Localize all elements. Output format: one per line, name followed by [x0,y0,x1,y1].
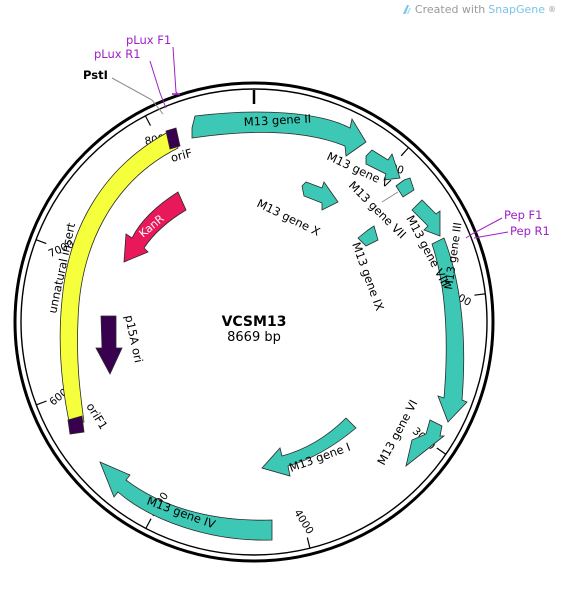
plasmid-name: VCSM13 [222,314,287,330]
credit-prefix: Created with [414,3,486,16]
label-m13-gene-x: M13 gene X [255,196,323,239]
label-m13-gene-ix: M13 gene IX [349,240,387,312]
annotation-pointers [111,46,509,239]
feature-arrow-m13-gene-iii[interactable] [431,237,468,423]
pointer-pep-f1 [465,217,503,239]
label-plux-r1: pLux R1 [94,47,141,61]
label-pep-f1: Pep F1 [504,208,543,222]
label-orif1: oriF1 [83,400,110,432]
pointer-psti [111,77,164,115]
tick-mark [145,518,152,529]
pointer-m13-gene-vii [381,191,399,203]
backbone-inner-ring [20,88,488,556]
pointer-pep-r1 [473,231,509,239]
feature-arrow-m13-gene-vii[interactable] [395,177,415,198]
feature-arrow-m13-gene-vi[interactable] [405,419,446,468]
credit: Created with SnapGene® [401,3,556,16]
label-plux-f1: pLux F1 [126,33,171,47]
plasmid-length: 8669 bp [227,330,281,345]
label-orif: oriF [169,146,193,165]
label-m13-gene-ii: M13 gene II [243,111,311,129]
feature-arrow-m13-gene-iv[interactable] [99,461,273,541]
tick-mark [144,115,152,126]
feature-box-orif1[interactable] [67,415,85,435]
feature-arrow-m13-gene-ix[interactable] [357,225,379,247]
tick-mark [35,400,47,406]
tick-mark [400,147,409,157]
backbone-outer-ring [13,81,495,563]
pointer-plux-r1 [149,60,167,109]
tick-label: 4000 [291,507,315,536]
feature-box-orif[interactable] [165,127,181,150]
feature-arrow-m13-gene-v[interactable] [365,149,401,181]
credit-brand: SnapGene [488,3,545,16]
tick-mark [436,447,447,455]
feature-arrow-p15a-ori[interactable] [95,315,123,375]
feature-arrow-m13-gene-ii[interactable] [191,111,367,157]
feature-arrow-m13-gene-x[interactable] [301,181,339,211]
feature-shapes [59,111,468,541]
feature-arrow-kanr[interactable] [123,191,187,263]
label-psti: PstI [83,68,108,82]
label-p15a-ori: p15A ori [122,314,146,364]
label-pep-r1: Pep R1 [510,224,550,238]
feature-arrow-m13-gene-i[interactable] [261,417,357,477]
tick-mark [306,537,311,549]
tick-mark [474,293,486,296]
credit-mark: ® [548,5,556,14]
feature-arrow-unnatural-insert[interactable] [59,129,179,427]
pointer-plux-f1 [172,46,180,96]
tick-mark [35,239,47,245]
snapgene-logo-icon [402,5,411,14]
feature-arrow-m13-gene-viii[interactable] [411,199,441,237]
